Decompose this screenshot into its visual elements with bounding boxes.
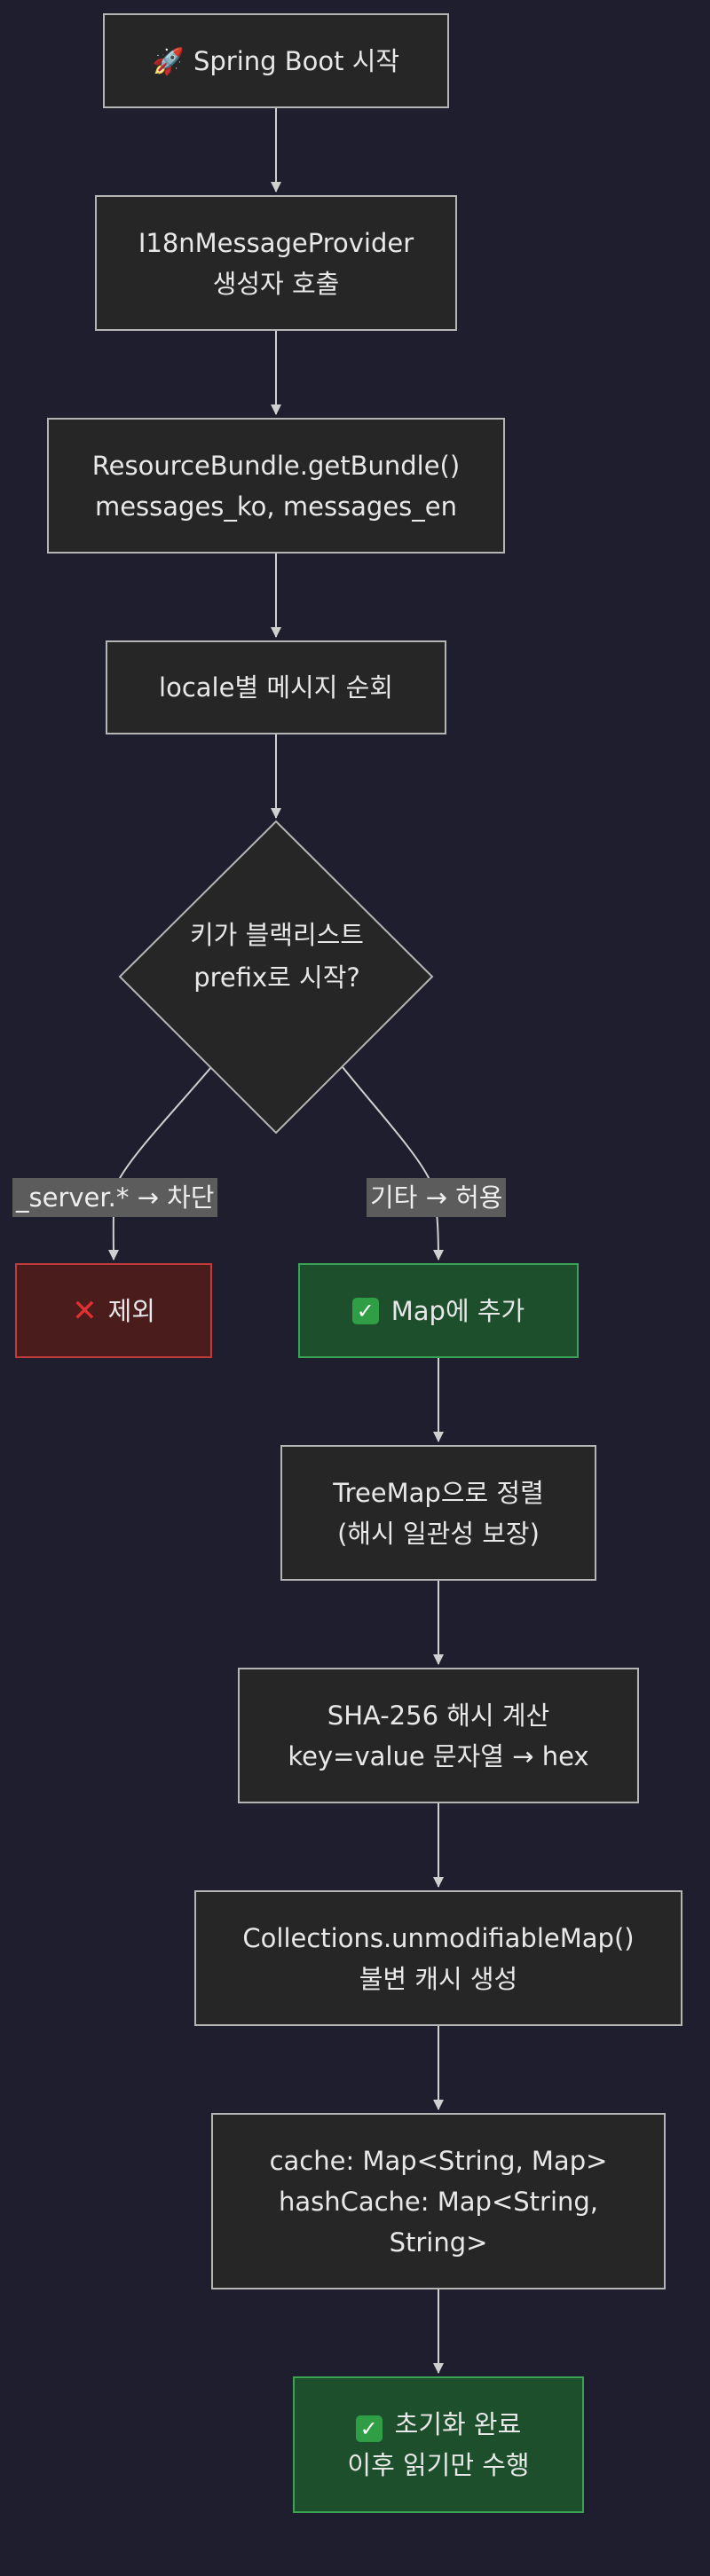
decision-text: 키가 블랙리스트 prefix로 시작? (167, 914, 387, 999)
sort-line1: TreeMap으로 정렬 (333, 1477, 544, 1508)
start-label: Spring Boot 시작 (193, 45, 400, 76)
cross-mark-icon: ✕ (72, 1292, 98, 1329)
cache-line1: cache: Map<String, Map> (269, 2145, 608, 2176)
hash-node: SHA-256 해시 계산 key=value 문자열 → hex (238, 1668, 639, 1803)
done-node: ✓ 초기화 완료 이후 읽기만 수행 (293, 2376, 584, 2513)
start-node: 🚀 Spring Boot 시작 (103, 13, 449, 108)
bundle-line1: ResourceBundle.getBundle() (91, 450, 461, 481)
provider-line2: 생성자 호출 (212, 268, 340, 299)
provider-line1: I18nMessageProvider (138, 227, 414, 258)
rocket-icon: 🚀 (152, 45, 185, 76)
decision-line1: 키가 블랙리스트 (190, 920, 364, 950)
done-line1: 초기화 완료 (394, 2409, 522, 2439)
check-mark-icon: ✓ (351, 1297, 379, 1324)
immutable-line2: 불변 캐시 생성 (359, 1963, 518, 1994)
bundle-node: ResourceBundle.getBundle() messages_ko, … (47, 418, 505, 554)
decision-diamond (118, 820, 434, 1135)
immutable-node: Collections.unmodifiableMap() 불변 캐시 생성 (194, 1890, 682, 2026)
sort-node: TreeMap으로 정렬 (해시 일관성 보장) (280, 1445, 596, 1581)
edge-decision-add (342, 1066, 444, 1261)
add-label: Map에 추가 (390, 1295, 525, 1326)
add-node: ✓ Map에 추가 (298, 1263, 579, 1358)
hash-line1: SHA-256 해시 계산 (327, 1700, 550, 1731)
cache-line2: hashCache: Map<String, (278, 2186, 599, 2217)
edge-decision-exclude (107, 1066, 212, 1261)
hash-line2: key=value 문자열 → hex (288, 1740, 589, 1771)
iterate-node: locale별 메시지 순회 (106, 640, 446, 734)
sort-line2: (해시 일관성 보장) (337, 1518, 540, 1549)
cache-line3: String> (389, 2227, 488, 2258)
exclude-node: ✕ 제외 (15, 1263, 212, 1358)
check-mark-icon: ✓ (355, 2415, 383, 2442)
bundle-line2: messages_ko, messages_en (94, 491, 458, 522)
decision-line2: prefix로 시작? (193, 962, 360, 993)
provider-node: I18nMessageProvider 생성자 호출 (95, 195, 457, 331)
done-line2: 이후 읽기만 수행 (347, 2450, 530, 2480)
exclude-label: 제외 (107, 1295, 155, 1326)
iterate-label: locale별 메시지 순회 (159, 672, 393, 703)
edge-label-allowed: 기타 → 허용 (367, 1178, 507, 1217)
edge-label-blocked: _server.* → 차단 (12, 1178, 218, 1217)
immutable-line1: Collections.unmodifiableMap() (242, 1922, 635, 1953)
cache-node: cache: Map<String, Map> hashCache: Map<S… (211, 2113, 666, 2289)
